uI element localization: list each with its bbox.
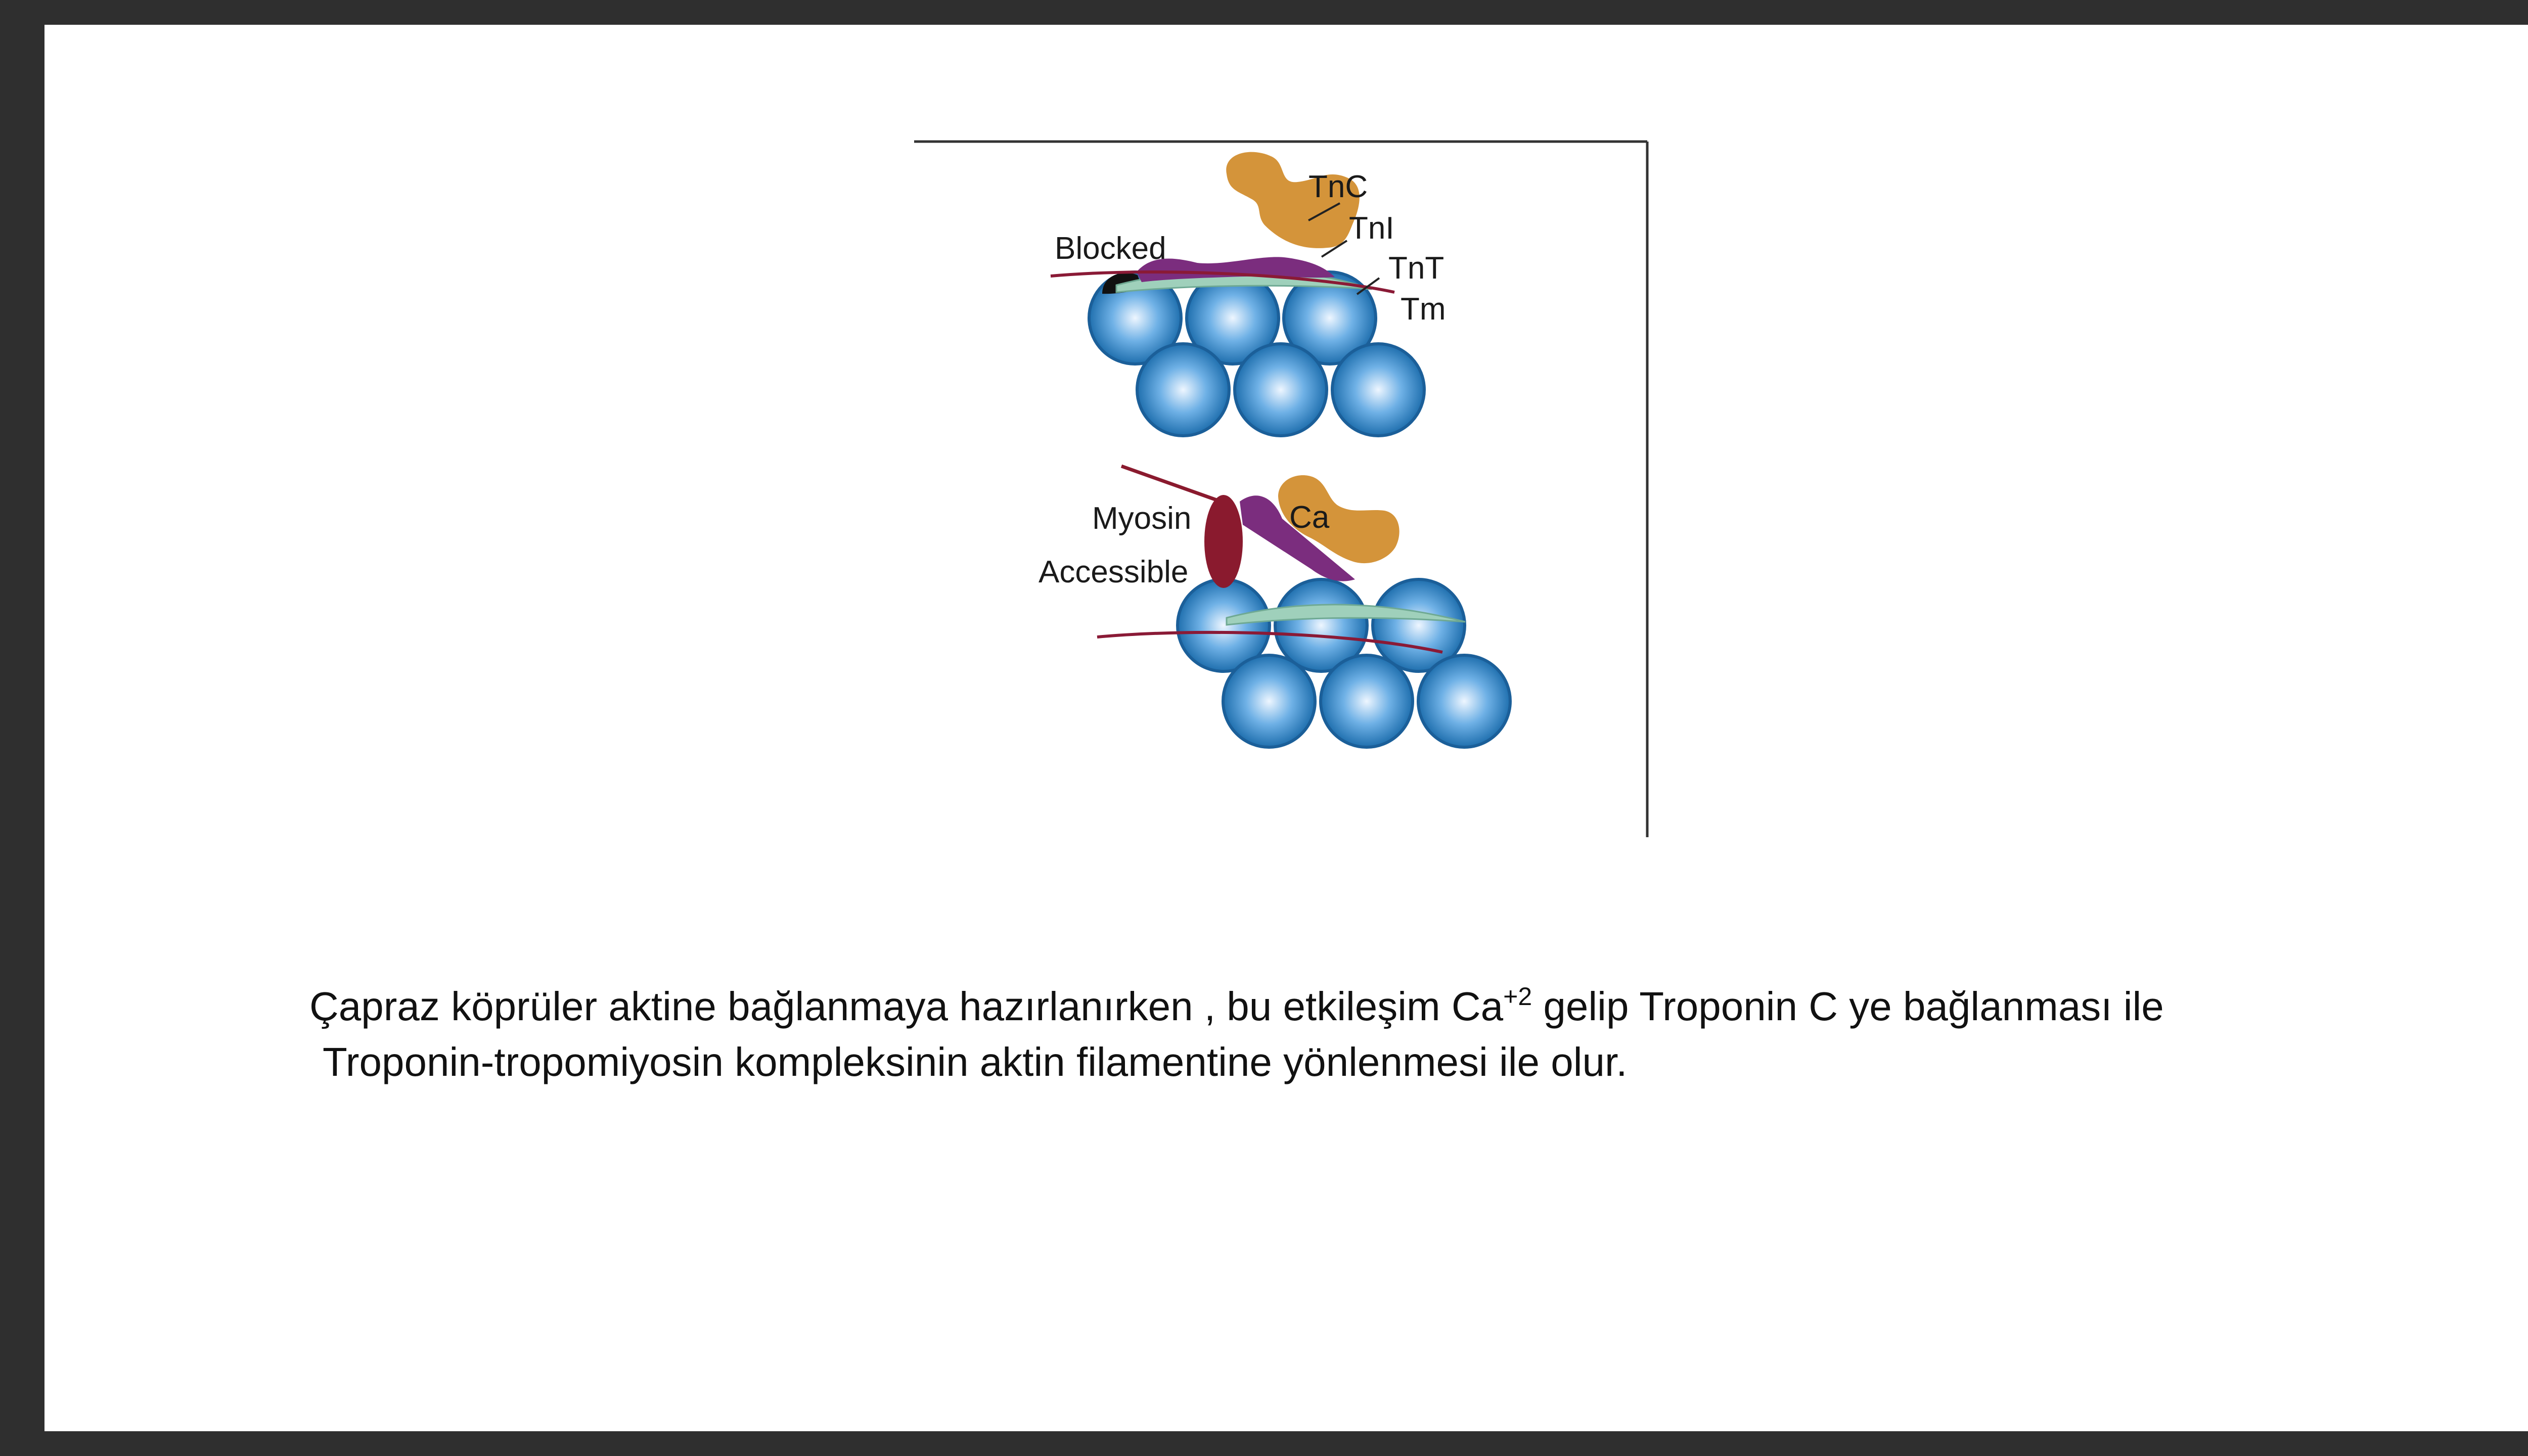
label-ca: Ca <box>1289 500 1330 535</box>
myosin-head <box>1204 495 1243 588</box>
label-accessible: Accessible <box>1039 555 1188 589</box>
accessible-state-group: Myosin Ca Accessible <box>1039 464 1512 749</box>
actin-monomer <box>1233 342 1328 437</box>
caption: Çapraz köprüler aktine bağlanmaya hazırl… <box>309 979 2484 1090</box>
caption-line-2: Troponin-tropomiyosin kompleksinin aktin… <box>323 1039 1628 1084</box>
blocked-state-group: TnC TnI TnT Tm Blocked <box>1050 152 1446 437</box>
myosin-lever <box>1120 464 1228 506</box>
label-blocked: Blocked <box>1055 231 1166 266</box>
actin-monomer <box>1274 578 1369 673</box>
figure-svg: TnC TnI TnT Tm Blocked <box>914 140 1649 837</box>
calcium-charge-superscript: +2 <box>1503 982 1532 1011</box>
actin-monomer <box>1136 342 1231 437</box>
tni-leader <box>1321 240 1348 258</box>
label-tnt: TnT <box>1388 251 1444 286</box>
label-tni: TnI <box>1349 211 1394 246</box>
tnt-leader <box>1356 277 1380 295</box>
troponin-i-accessible <box>1240 495 1355 581</box>
actin-monomer <box>1371 578 1466 673</box>
caption-line-1: Çapraz köprüler aktine bağlanmaya hazırl… <box>309 979 2484 1034</box>
actin-monomer <box>1319 654 1414 749</box>
actin-monomer <box>1417 654 1512 749</box>
actin-filament-blocked <box>1088 270 1426 437</box>
actin-monomer <box>1282 270 1377 366</box>
troponin-t-accessible <box>1226 604 1466 626</box>
actin-filament-accessible <box>1176 578 1512 749</box>
label-tm: Tm <box>1401 292 1446 327</box>
label-tnc: TnC <box>1308 169 1368 204</box>
actin-monomer <box>1222 654 1317 749</box>
label-myosin: Myosin <box>1092 501 1191 536</box>
tnc-leader <box>1308 202 1340 221</box>
caption-line-1-start: Çapraz köprüler aktine bağlanmaya hazırl… <box>309 984 1504 1029</box>
troponin-c-blocked <box>1226 152 1360 248</box>
troponin-c-accessible <box>1278 475 1400 564</box>
caption-line-1-end: gelip Troponin C ye bağlanması ile <box>1532 984 2164 1029</box>
tropomyosin-blocked <box>1050 270 1395 294</box>
actin-monomer <box>1331 342 1426 437</box>
tropomyosin-accessible <box>1097 630 1443 654</box>
slide: TnC TnI TnT Tm Blocked <box>44 25 2528 1431</box>
troponin-i-blocked <box>1137 257 1335 282</box>
troponin-tropomyosin-figure: TnC TnI TnT Tm Blocked <box>914 114 1652 842</box>
